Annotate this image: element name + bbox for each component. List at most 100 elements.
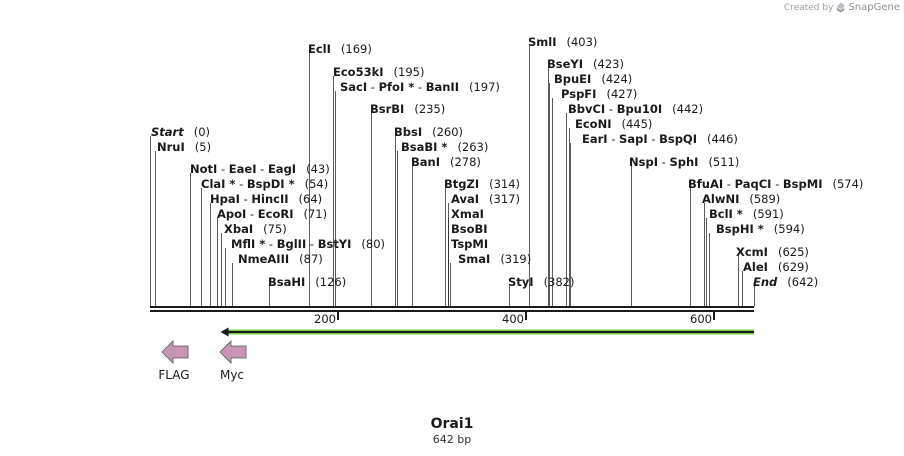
site-hpai-label: HpaI - HincII(64) <box>210 192 322 206</box>
enzyme-name: BstYI <box>318 237 352 251</box>
enzyme-name: AvaI <box>451 192 479 206</box>
enzyme-name: HincII <box>251 192 288 206</box>
enzyme-name: EclI <box>308 42 331 56</box>
site-econi-label: EcoNI(445) <box>575 117 652 131</box>
credit-prefix: Created by <box>783 2 834 13</box>
site-position: (314) <box>489 177 520 191</box>
site-name-separator: - <box>306 237 317 251</box>
enzyme-name: StyI <box>508 275 534 289</box>
site-name-separator: - <box>723 177 734 191</box>
site-name-separator: - <box>240 192 251 206</box>
top-strand <box>150 306 754 308</box>
site-position: (594) <box>774 222 805 236</box>
site-name-separator: - <box>265 237 276 251</box>
site-position: (80) <box>361 237 385 251</box>
enzyme-name: SphI <box>669 155 698 169</box>
enzyme-name: SacI <box>340 80 367 94</box>
enzyme-name: EcoRI <box>258 207 294 221</box>
enzyme-name: BanII <box>426 80 459 94</box>
site-name-separator: - <box>414 80 425 94</box>
site-bsobi-label: BsoBI <box>451 222 488 236</box>
orf-arrowhead-icon <box>220 327 229 337</box>
enzyme-name: EagI <box>268 162 296 176</box>
site-name-separator: - <box>605 102 616 116</box>
site-nspi-label: NspI - SphI(511) <box>629 155 739 169</box>
enzyme-name: BsaBI * <box>401 140 447 154</box>
enzyme-name: BfuAI <box>688 177 723 191</box>
site-position: (71) <box>304 207 328 221</box>
site-xmai-label: XmaI <box>451 207 484 221</box>
bottom-strand <box>150 310 754 312</box>
enzyme-name: SapI <box>619 132 648 146</box>
enzyme-name: MflI * <box>231 237 265 251</box>
site-btgzi-label: BtgZI (314) <box>444 177 520 191</box>
enzyme-name: XmaI <box>451 207 484 221</box>
enzyme-name: BsaHI <box>268 275 305 289</box>
site-name-separator: - <box>235 177 246 191</box>
site-position: (446) <box>707 132 738 146</box>
site-position: (87) <box>299 252 323 266</box>
site-position: (445) <box>621 117 652 131</box>
site-bcli-label: BclI *(591) <box>709 207 784 221</box>
orf-arrow <box>220 327 755 337</box>
enzyme-name: NotI <box>190 162 217 176</box>
site-eco53ki-label: Eco53kI(195) <box>333 65 424 79</box>
site-clai-label: ClaI * - BspDI *(54) <box>201 177 328 191</box>
site-position: (319) <box>500 252 531 266</box>
site-position: (75) <box>263 222 287 236</box>
feature-label: Myc <box>220 368 244 382</box>
site-position: (423) <box>593 57 624 71</box>
site-bsphi-label: BspHI * (594) <box>716 222 805 236</box>
enzyme-name: PfoI * <box>379 80 415 94</box>
feature-myc: Myc <box>219 340 247 382</box>
enzyme-name: XcmI <box>736 245 768 259</box>
site-smli-label: SmlI(403) <box>528 35 597 49</box>
site-position: (442) <box>672 102 703 116</box>
enzyme-name: Bpu10I <box>617 102 662 116</box>
enzyme-name: PaqCI <box>735 177 772 191</box>
enzyme-name: BseYI <box>547 57 583 71</box>
enzyme-name: NruI <box>157 140 185 154</box>
site-position: (126) <box>315 275 346 289</box>
site-nmeaiii-label: NmeAIII(87) <box>238 252 323 266</box>
site-name-separator: - <box>648 132 659 146</box>
dna-backbone <box>150 306 754 312</box>
enzyme-name: EarI <box>582 132 608 146</box>
enzyme-name: BglII <box>277 237 307 251</box>
site-position: (195) <box>394 65 425 79</box>
enzyme-name: BsoBI <box>451 222 488 236</box>
enzyme-name: ApoI <box>217 207 246 221</box>
map-length: 642 bp <box>432 433 472 446</box>
enzyme-name: BpuEI <box>554 72 591 86</box>
site-bpuei-label: BpuEI(424) <box>554 72 632 86</box>
site-styi-label: StyI (382) <box>508 275 575 289</box>
enzyme-name: PspFI <box>561 87 596 101</box>
enzyme-name: BtgZI <box>444 177 479 191</box>
enzyme-name: BspHI * <box>716 222 764 236</box>
orf-core <box>226 331 755 333</box>
site-bseyi-label: BseYI (423) <box>547 57 624 71</box>
site-position: (382) <box>544 275 575 289</box>
enzyme-name: AleI <box>743 260 768 274</box>
site-name-separator: - <box>608 132 619 146</box>
feature-label: FLAG <box>158 368 189 382</box>
enzyme-name: EaeI <box>229 162 257 176</box>
site-position: (642) <box>787 275 818 289</box>
enzyme-name: TspMI <box>451 237 488 251</box>
enzyme-name: BclI * <box>709 207 743 221</box>
site-bani-label: BanI(278) <box>411 155 481 169</box>
enzyme-name: BspMI <box>783 177 823 191</box>
site-end-label: End (642) <box>753 275 818 289</box>
site-bbvci-label: BbvCI - Bpu10I(442) <box>568 102 703 116</box>
enzyme-name: NspI <box>629 155 658 169</box>
site-nrui-label: NruI(5) <box>157 140 211 154</box>
enzyme-name: SmlI <box>528 35 557 49</box>
enzyme-name: End <box>753 275 778 289</box>
site-apoi-label: ApoI - EcoRI (71) <box>217 207 327 221</box>
site-name-separator: - <box>658 155 669 169</box>
site-xcmi-label: XcmI(625) <box>736 245 809 259</box>
site-name-separator: - <box>246 207 257 221</box>
site-bsabi-label: BsaBI *(263) <box>401 140 488 154</box>
site-bfuai-label: BfuAI - PaqCI - BspMI(574) <box>688 177 863 191</box>
